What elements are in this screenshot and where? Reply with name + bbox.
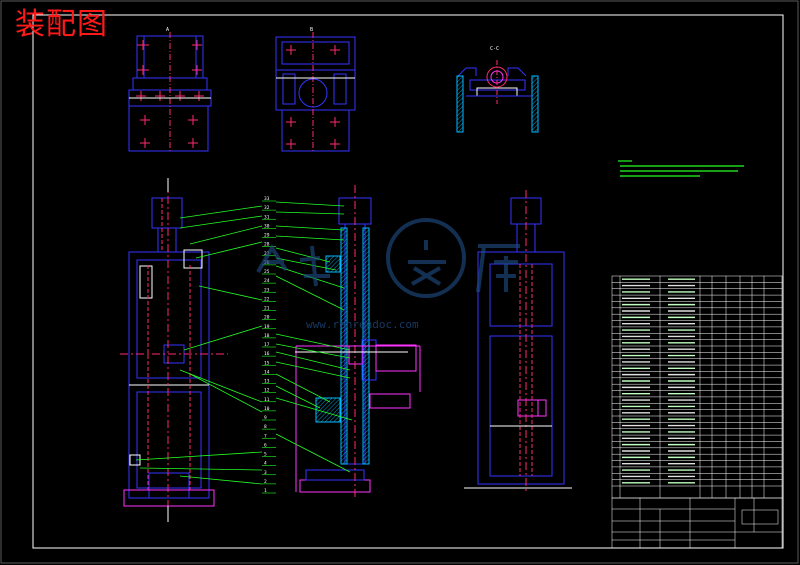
part-number-label: 15 <box>264 360 270 366</box>
part-number-label: 13 <box>264 379 270 385</box>
part-number-label: 31 <box>264 214 270 220</box>
watermark-url: www.renrendoc.com <box>306 318 419 331</box>
part-number-label: 2 <box>264 479 267 485</box>
part-number-label: 32 <box>264 205 270 211</box>
part-number-label: 33 <box>264 196 270 202</box>
part-number-label: 14 <box>264 369 270 375</box>
part-number-label: 23 <box>264 287 270 293</box>
part-number-label: 11 <box>264 397 270 403</box>
part-number-label: 9 <box>264 415 267 421</box>
view-a-label: A <box>166 27 169 33</box>
right-view <box>464 190 572 494</box>
front-view <box>120 178 228 522</box>
parts-list-table <box>611 275 783 499</box>
part-number-label: 29 <box>264 233 270 239</box>
section-c-c <box>456 60 539 133</box>
view-b-label: B <box>310 27 313 33</box>
part-number-label: 19 <box>264 324 270 330</box>
technical-notes <box>618 160 744 177</box>
part-number-label: 16 <box>264 351 270 357</box>
part-number-label: 17 <box>264 342 270 348</box>
part-number-label: 7 <box>264 433 267 439</box>
part-number-label: 6 <box>264 442 267 448</box>
watermark: www.renrendoc.com <box>256 218 520 331</box>
view-a <box>128 32 212 152</box>
part-number-label: 24 <box>264 278 270 284</box>
part-number-label: 5 <box>264 452 267 458</box>
front-view-leaders <box>135 205 263 485</box>
part-number-label: 8 <box>264 424 267 430</box>
section-c-label: C-C <box>490 46 499 52</box>
inner-border <box>32 14 784 549</box>
part-number-label: 10 <box>264 406 270 412</box>
part-number-label: 3 <box>264 470 267 476</box>
title-block <box>611 497 783 549</box>
part-number-label: 21 <box>264 306 270 312</box>
part-number-label: 20 <box>264 315 270 321</box>
part-number-column: 3332313029282726252423222120191817161514… <box>262 196 276 494</box>
part-number-label: 4 <box>264 461 267 467</box>
part-number-label: 22 <box>264 296 270 302</box>
part-number-label: 25 <box>264 269 270 275</box>
side-section-view <box>295 185 421 500</box>
part-number-label: 30 <box>264 223 270 229</box>
part-number-label: 18 <box>264 333 270 339</box>
part-number-label: 12 <box>264 388 270 394</box>
view-b <box>275 32 356 152</box>
drawing-title: 装配图 <box>15 7 108 42</box>
part-number-label: 28 <box>264 242 270 248</box>
part-number-label: 1 <box>264 488 267 494</box>
